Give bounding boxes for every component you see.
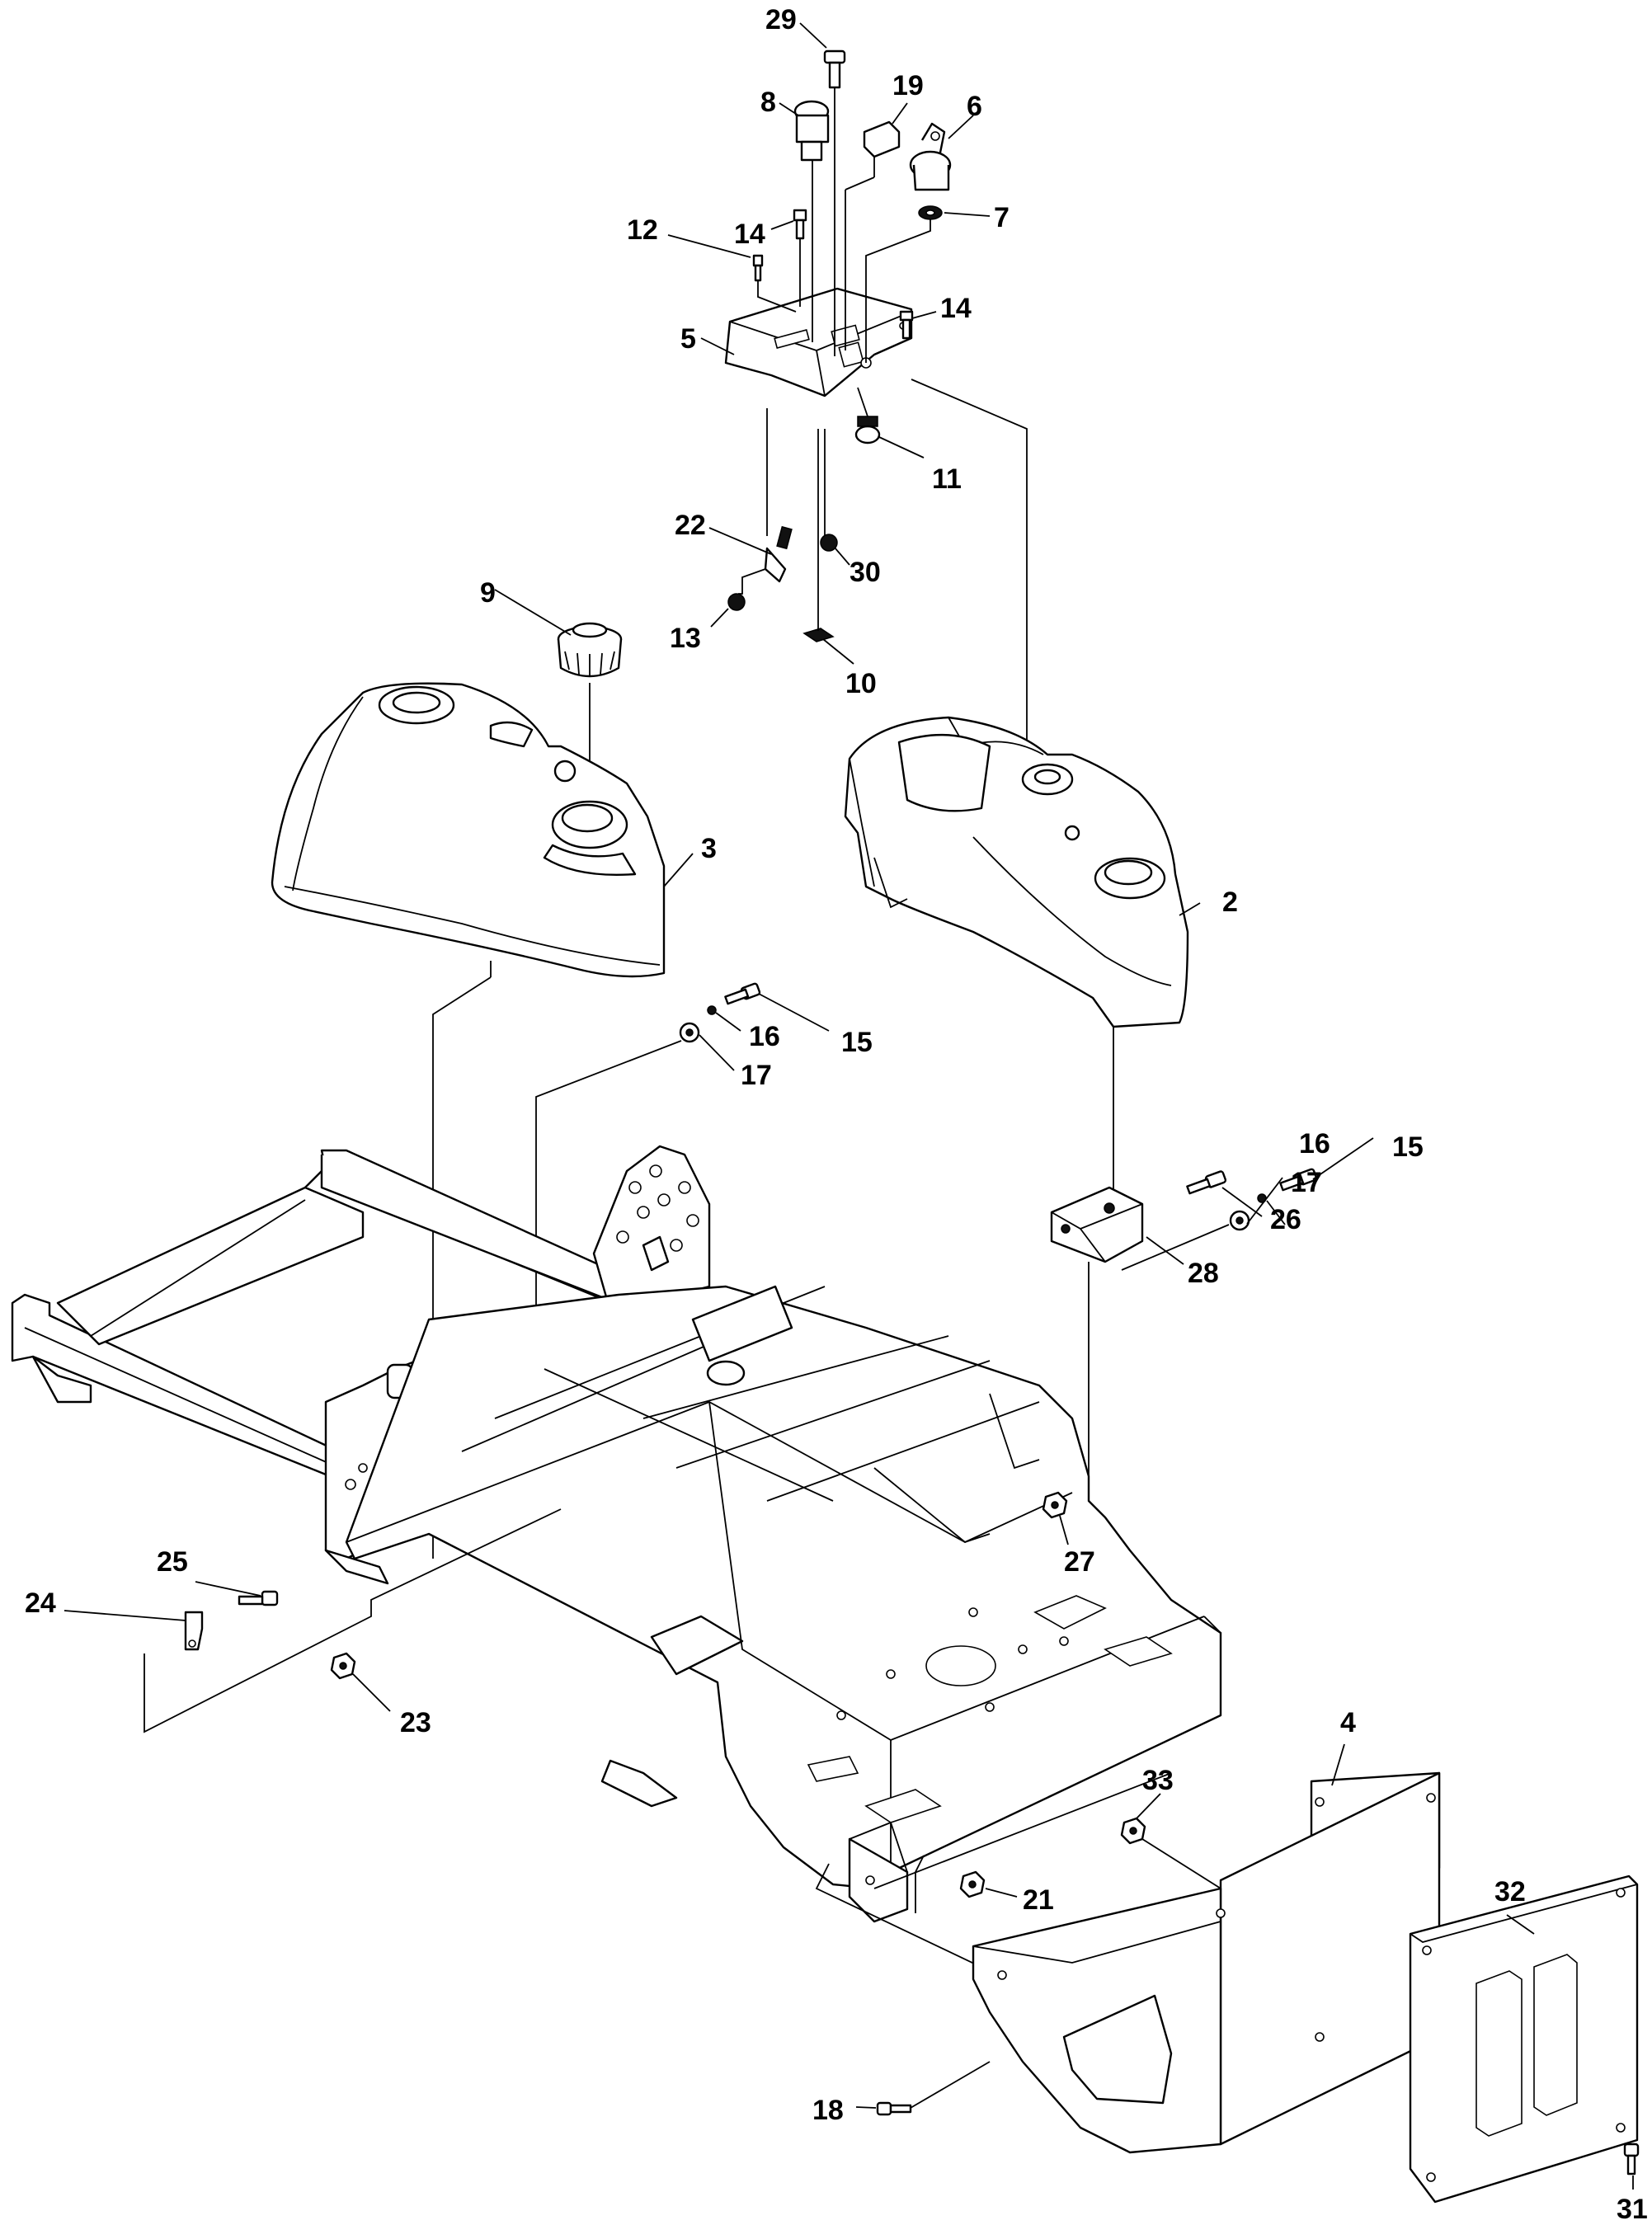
part-6-key-switch <box>909 122 952 191</box>
callout-5: 5 <box>680 323 696 355</box>
part-28-bracket <box>1050 1186 1144 1476</box>
part-29-bolt <box>823 49 846 356</box>
callout-16a: 16 <box>749 1021 780 1052</box>
callout-17a: 17 <box>741 1060 772 1091</box>
callout-15a: 15 <box>841 1027 873 1058</box>
callout-13: 13 <box>670 623 701 654</box>
leader-frame-18 <box>815 1863 991 1972</box>
part-32-panel <box>1409 1874 1639 2204</box>
part-2-right-tank <box>844 716 1189 1221</box>
part-23-nut <box>330 1652 356 1680</box>
part-10-plate <box>802 429 835 642</box>
callout-14a: 14 <box>734 219 765 250</box>
callout-2: 2 <box>1222 887 1238 918</box>
part-14-bolt-a <box>793 209 807 307</box>
part-9-fuel-cap <box>557 622 623 796</box>
callout-7: 7 <box>994 202 1010 233</box>
control-panel-part-5 <box>724 287 913 397</box>
part-31-bolt <box>1623 2143 1640 2175</box>
main-frame <box>11 1145 1222 1923</box>
callout-8: 8 <box>760 87 776 118</box>
callout-9: 9 <box>480 577 496 609</box>
part-3-left-tank <box>271 682 666 1559</box>
part-7-nut <box>865 205 943 363</box>
part-30-nut <box>820 534 838 552</box>
callout-33: 33 <box>1142 1765 1174 1796</box>
callout-6: 6 <box>967 91 982 122</box>
callout-26: 26 <box>1270 1204 1301 1235</box>
callout-leaders <box>64 22 1634 2190</box>
callout-22: 22 <box>675 510 706 541</box>
callout-19: 19 <box>892 70 924 101</box>
part-19-cap <box>845 120 901 350</box>
callout-11: 11 <box>932 463 962 495</box>
callout-4: 4 <box>1340 1707 1356 1738</box>
callout-25: 25 <box>157 1546 188 1578</box>
part-14-bolt-b <box>899 310 914 340</box>
callout-30: 30 <box>850 557 881 588</box>
callout-32: 32 <box>1494 1876 1526 1907</box>
callout-18: 18 <box>812 2095 844 2126</box>
callout-29: 29 <box>765 4 797 35</box>
part-4-front-panel <box>972 1771 1441 2154</box>
leader-24-frame <box>144 1508 562 1733</box>
part-11-fitting <box>854 387 881 445</box>
callout-31: 31 <box>1617 2194 1648 2225</box>
callout-17b: 17 <box>1291 1167 1322 1198</box>
callout-10: 10 <box>845 668 877 699</box>
callout-12: 12 <box>627 214 658 246</box>
callout-24: 24 <box>25 1588 56 1619</box>
leader-frame-21 <box>915 1855 925 1913</box>
callout-16b: 16 <box>1299 1128 1330 1159</box>
hardware-15-16-17-26-right <box>1121 1168 1318 1271</box>
leader-panel-2 <box>911 379 1028 742</box>
callout-21: 21 <box>1023 1884 1054 1916</box>
part-24-clip <box>184 1611 204 1651</box>
part-18-bolt <box>876 2061 991 2116</box>
part-13-nut <box>727 593 746 611</box>
callout-14b: 14 <box>940 293 972 324</box>
part-25-bolt <box>238 1590 279 1606</box>
part-8-switch <box>793 100 830 342</box>
part-22-lever <box>738 525 793 595</box>
part-27-nut <box>1042 1491 1068 1519</box>
callout-15b: 15 <box>1392 1131 1424 1163</box>
callout-3: 3 <box>701 833 717 864</box>
part-21-nut <box>959 1870 986 1898</box>
callout-27: 27 <box>1064 1546 1095 1578</box>
callout-23: 23 <box>400 1707 431 1738</box>
part-12-bolt <box>752 254 797 313</box>
callout-28: 28 <box>1188 1258 1219 1289</box>
callout-labels: 29 8 19 6 7 12 14 14 5 11 22 30 9 13 10 … <box>25 4 1648 2225</box>
